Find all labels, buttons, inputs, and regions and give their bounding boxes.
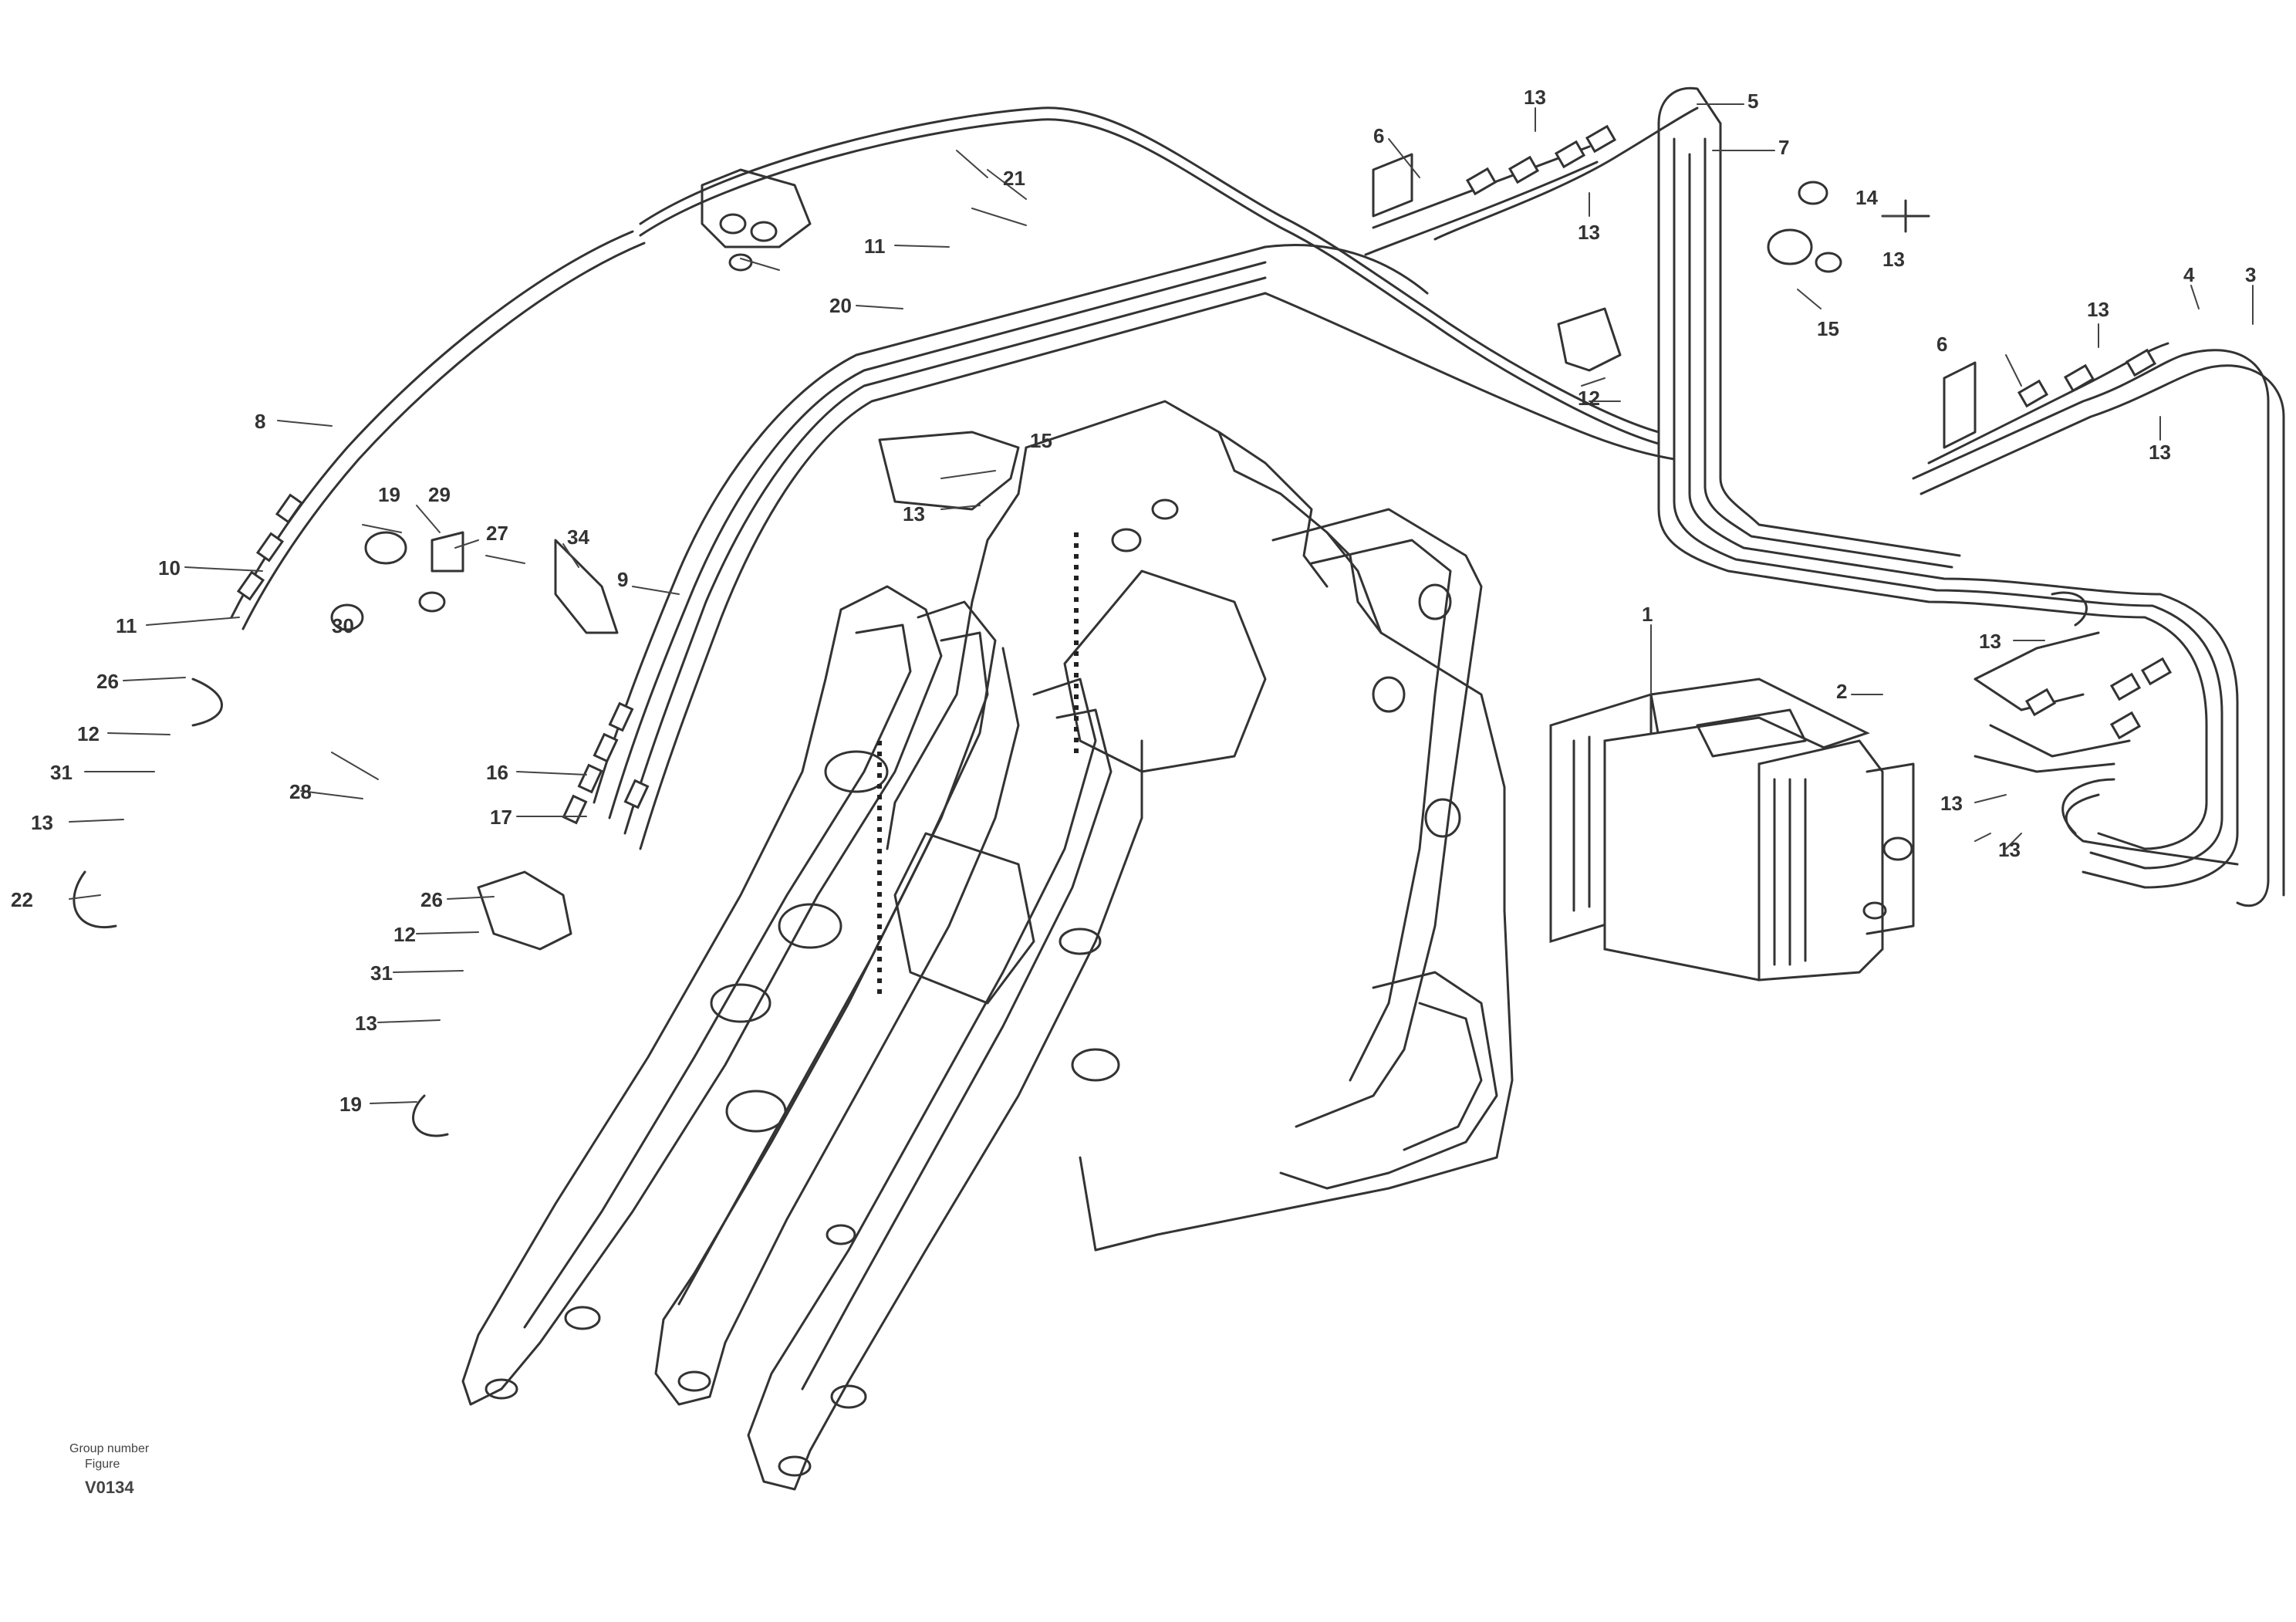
callout-c9: 19 [378, 483, 400, 506]
callout-c3: 11 [116, 614, 137, 637]
callout-c37: 4 [2183, 263, 2195, 286]
loader-arm-assembly [461, 400, 1514, 1491]
callout-c10: 29 [428, 483, 451, 506]
callout-c41: 13 [2149, 441, 2171, 464]
callout-c38: 3 [2245, 263, 2256, 286]
callout-c17: 26 [420, 888, 443, 911]
callout-c19: 31 [370, 961, 393, 985]
callout-c8: 22 [11, 888, 33, 911]
callout-c28: 6 [1373, 124, 1384, 147]
hose-bundle-right [1364, 86, 2285, 982]
callout-c46: 13 [1998, 838, 2021, 861]
callout-c31: 13 [1524, 86, 1546, 109]
callout-c16: 17 [490, 806, 512, 829]
callout-c35: 15 [1817, 317, 1839, 340]
callout-c15: 16 [486, 761, 508, 784]
callout-c30: 7 [1778, 136, 1789, 159]
hose-bundle-left [73, 106, 1676, 1137]
callout-c21: 19 [339, 1093, 362, 1116]
callout-c11: 27 [486, 522, 508, 545]
stamp-group-number: Group number [69, 1442, 150, 1455]
callout-c27: 13 [903, 502, 925, 525]
callout-c29: 5 [1747, 90, 1758, 113]
stamp-code: V0134 [85, 1478, 134, 1497]
callout-c24: 11 [864, 235, 886, 258]
callout-c20: 13 [355, 1012, 377, 1035]
callout-c5: 12 [77, 722, 100, 745]
callout-c13: 34 [567, 525, 589, 549]
callout-c23: 21 [1003, 167, 1025, 190]
callout-c39: 6 [1936, 333, 1947, 356]
callout-c26: 15 [1030, 429, 1052, 452]
callout-c40: 13 [2087, 298, 2109, 321]
callout-labels: 8 10 11 26 12 31 13 22 19 29 27 30 34 9 … [11, 86, 2256, 1116]
callout-c45: 13 [1940, 792, 1963, 815]
callout-c34: 13 [1882, 248, 1905, 271]
stamp-figure: Figure [85, 1458, 120, 1471]
leader-lines [69, 103, 2254, 1104]
callout-c33: 14 [1855, 186, 1878, 209]
control-valve-block [1549, 678, 1915, 982]
callout-c14: 9 [617, 568, 628, 591]
callout-c7: 13 [31, 811, 53, 834]
callout-c44: 13 [1979, 630, 2001, 653]
callout-c36: 12 [1578, 387, 1600, 410]
callout-c32: 13 [1578, 221, 1600, 244]
callout-c18: 12 [393, 923, 416, 946]
callout-c1: 8 [255, 410, 265, 433]
callout-c22: 28 [289, 780, 312, 803]
callout-c6: 31 [50, 761, 73, 784]
callout-c4: 26 [96, 670, 119, 693]
figure-stamp: Group number Figure V0134 [69, 1442, 150, 1497]
callout-c43: 2 [1836, 680, 1847, 703]
callout-c25: 20 [829, 294, 852, 317]
callout-c2: 10 [158, 556, 181, 580]
callout-c42: 1 [1642, 603, 1653, 626]
callout-c12: 30 [332, 614, 354, 637]
